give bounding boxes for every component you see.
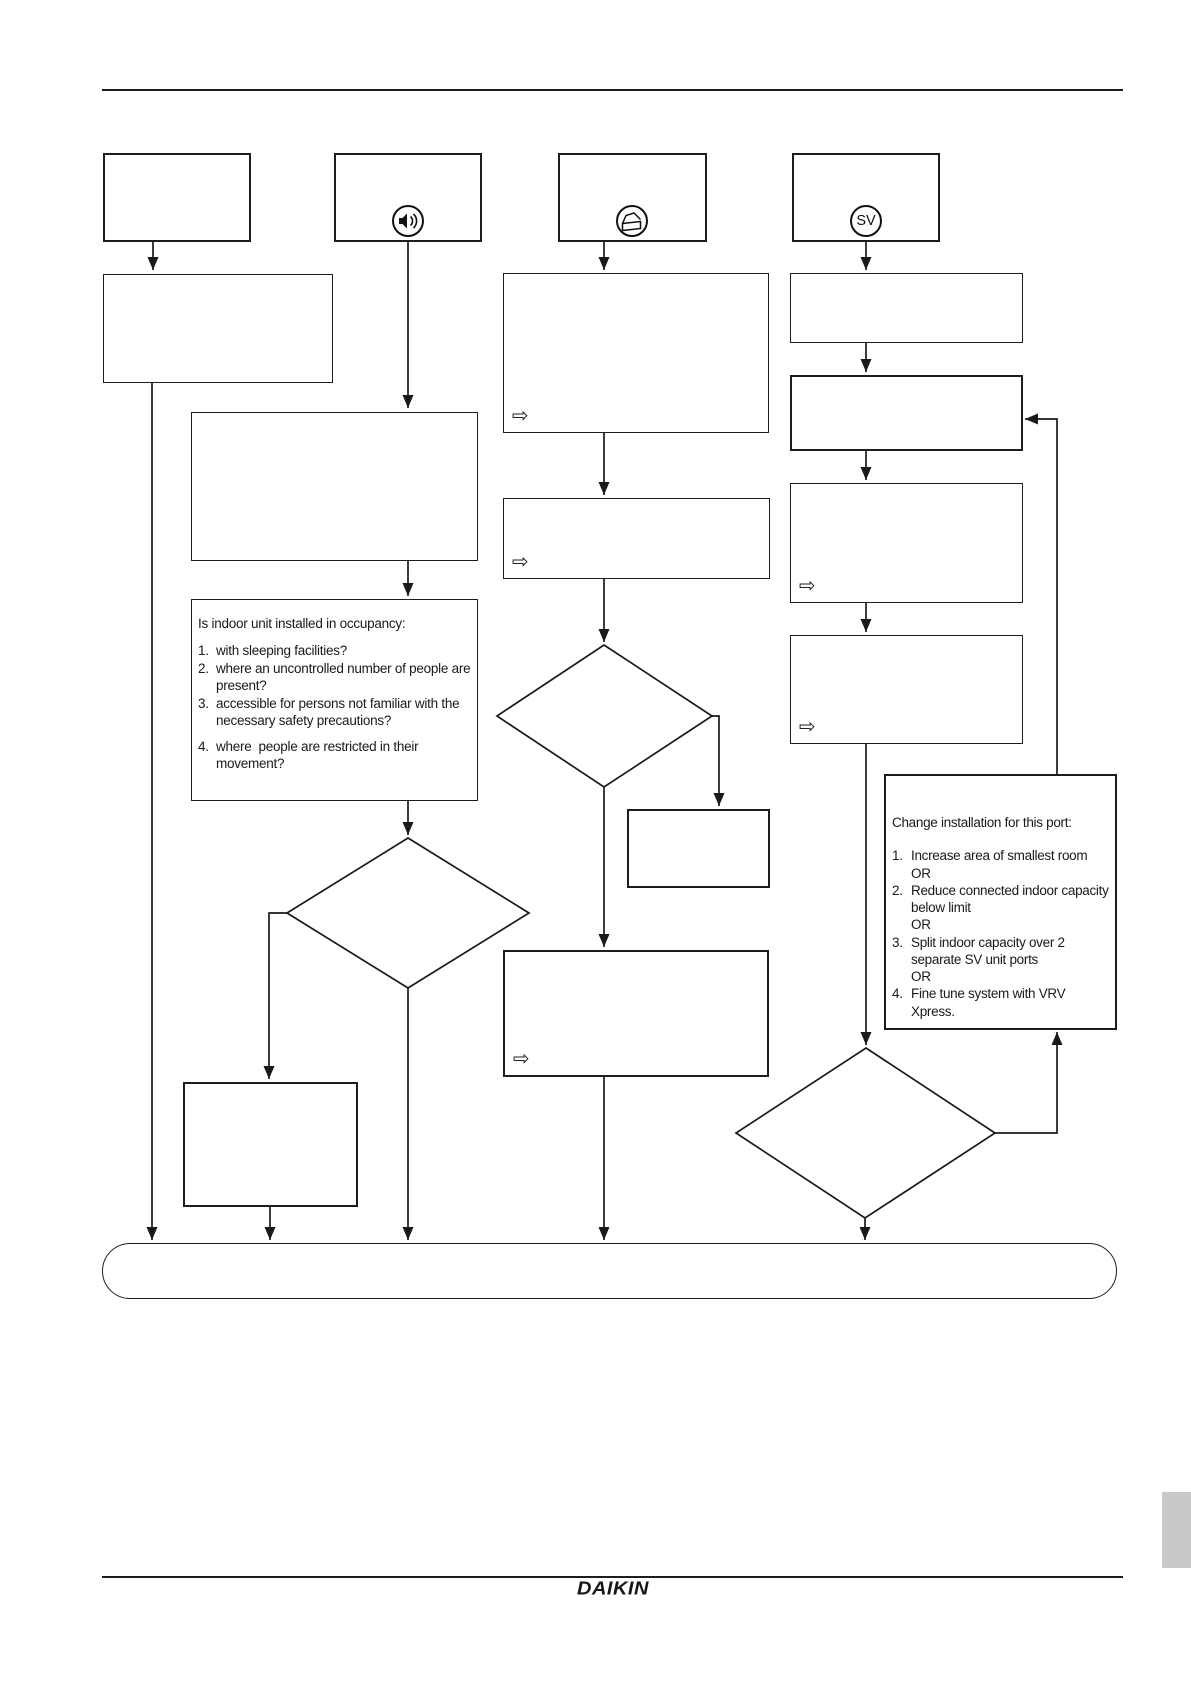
change-item: 1. Increase area of smallest room OR — [892, 848, 1088, 881]
occupancy-question-box: Is indoor unit installed in occupancy: 1… — [191, 599, 478, 801]
sv-badge-label: SV — [856, 213, 876, 229]
col2-result-box — [183, 1082, 358, 1207]
note-arrow-icon: ⇨ — [799, 573, 816, 597]
top-rule — [102, 89, 1123, 91]
col4-step-box-4: ⇨ — [790, 635, 1023, 744]
occupancy-item: 3. accessible for persons not familiar w… — [198, 696, 463, 728]
daikin-logo: DAIKIN — [577, 1578, 649, 1600]
col1-step-box — [103, 274, 333, 383]
note-arrow-icon: ⇨ — [512, 403, 529, 427]
note-arrow-icon: ⇨ — [513, 1046, 530, 1070]
col3-side-result-box — [627, 809, 770, 888]
occupancy-item: 2. where an uncontrolled number of peopl… — [198, 661, 474, 693]
col2-step-box — [191, 412, 478, 561]
col3-step-box-2: ⇨ — [503, 498, 770, 579]
change-item: 3. Split indoor capacity over 2 separate… — [892, 934, 1069, 985]
col1-start-box — [103, 153, 251, 242]
col4-step-box-2 — [790, 375, 1023, 451]
speaker-icon — [392, 205, 424, 237]
sv-badge-icon: SV — [850, 205, 882, 237]
bottom-rule — [102, 1576, 1123, 1578]
change-item: 4. Fine tune system with VRV Xpress. — [892, 986, 1069, 1019]
col3-step-box-1: ⇨ — [503, 273, 769, 433]
note-arrow-icon: ⇨ — [512, 549, 529, 573]
occupancy-item: 4. where people are restricted in their … — [198, 739, 422, 771]
col3-step-box-3: ⇨ — [503, 950, 769, 1077]
change-title: Change installation for this port: — [892, 815, 1072, 830]
change-installation-box: Change installation for this port: 1. In… — [884, 774, 1117, 1030]
col4-step-box-1 — [790, 273, 1023, 343]
end-terminator — [102, 1243, 1117, 1299]
note-arrow-icon: ⇨ — [799, 714, 816, 738]
col4-step-box-3: ⇨ — [790, 483, 1023, 603]
occupancy-title: Is indoor unit installed in occupancy: — [198, 616, 406, 631]
occupancy-item: 1. with sleeping facilities? — [198, 643, 348, 658]
change-item: 2. Reduce connected indoor capacity belo… — [892, 882, 1112, 933]
indoor-unit-icon — [616, 205, 648, 237]
page-tab-marker — [1162, 1492, 1191, 1568]
